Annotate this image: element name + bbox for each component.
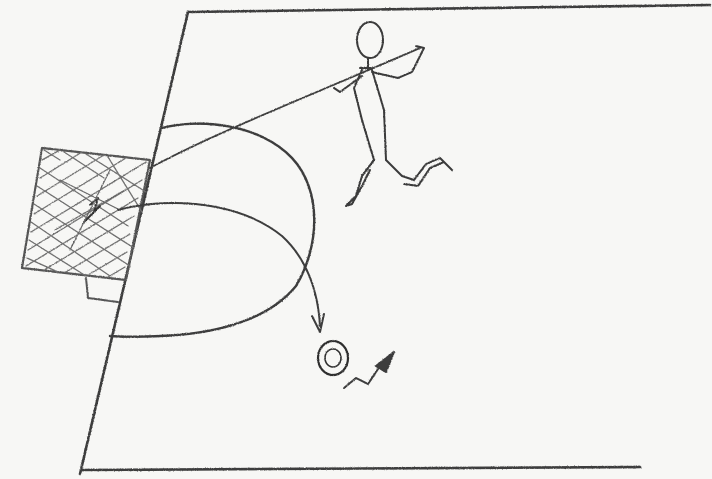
ball-outer <box>318 341 348 375</box>
player-head <box>357 22 383 58</box>
pitch-outline <box>80 5 710 474</box>
player-torso <box>354 68 386 160</box>
pitch-top-line <box>188 5 710 12</box>
ball-path-line <box>118 203 320 326</box>
ball-path-arrowhead <box>312 314 324 332</box>
penalty-arc <box>110 124 314 337</box>
goal-net-icon <box>22 148 150 302</box>
ball-icon <box>318 341 348 375</box>
stick-figure-icon <box>334 22 452 206</box>
pass-arrow <box>344 352 394 388</box>
goal-side-post <box>86 278 118 302</box>
pitch-bottom-line <box>82 467 640 470</box>
player-left-leg <box>346 160 374 206</box>
player-right-leg <box>386 158 452 186</box>
goal-net <box>26 150 146 277</box>
ball-inner <box>325 349 341 367</box>
